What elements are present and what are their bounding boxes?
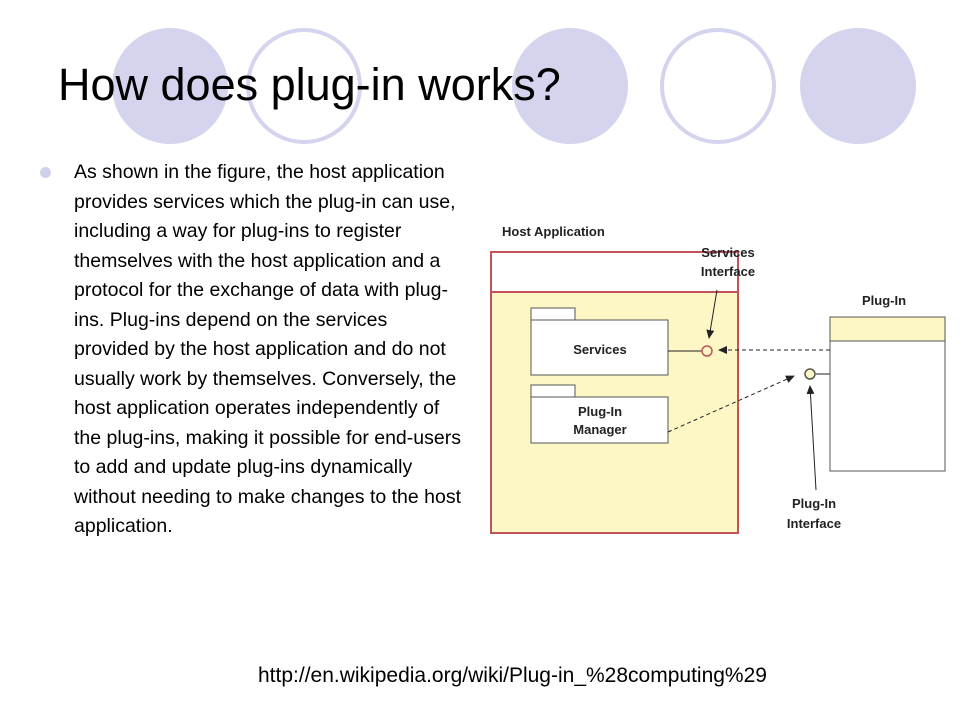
plugin-interface-label-line1: Plug-In — [792, 496, 836, 511]
host-application-label: Host Application — [502, 224, 605, 239]
plugin-manager-tab — [530, 384, 576, 398]
bullet-icon — [40, 167, 51, 178]
decor-circle — [800, 28, 916, 144]
manager-to-plugin-interface-arrow — [667, 375, 795, 433]
decorative-circles — [112, 28, 916, 144]
services-label: Services — [573, 342, 627, 357]
services-interface-label-line1: Services — [701, 245, 755, 260]
services-box — [530, 319, 669, 376]
plugin-interface-socket — [804, 368, 816, 380]
decor-circle — [512, 28, 628, 144]
plugin-architecture-diagram: Host Application Services Plug-In Manage… — [490, 224, 946, 534]
plugin-label: Plug-In — [862, 293, 906, 308]
source-link[interactable]: http://en.wikipedia.org/wiki/Plug-in_%28… — [258, 664, 767, 687]
services-tab — [530, 307, 576, 321]
plugin-manager-label-line2: Manager — [573, 422, 626, 437]
plugin-interface-label-line2: Interface — [787, 516, 841, 531]
slide-title: How does plug-in works? — [58, 59, 561, 110]
plugin-manager-box — [530, 396, 669, 444]
services-interface-label-line2: Interface — [701, 264, 755, 279]
decor-circle — [246, 28, 362, 144]
plugin-manager-label-line1: Plug-In — [578, 404, 622, 419]
plugin-header — [829, 316, 946, 342]
host-application-box — [490, 251, 739, 534]
services-interface-socket — [701, 345, 713, 357]
services-interface-pointer — [706, 289, 718, 339]
host-application-header — [490, 251, 739, 293]
decor-circle — [112, 28, 228, 144]
plugin-interface-pointer — [806, 385, 817, 491]
decor-circle — [660, 28, 776, 144]
body-paragraph: As shown in the figure, the host applica… — [74, 161, 462, 537]
plugin-box — [829, 316, 946, 472]
